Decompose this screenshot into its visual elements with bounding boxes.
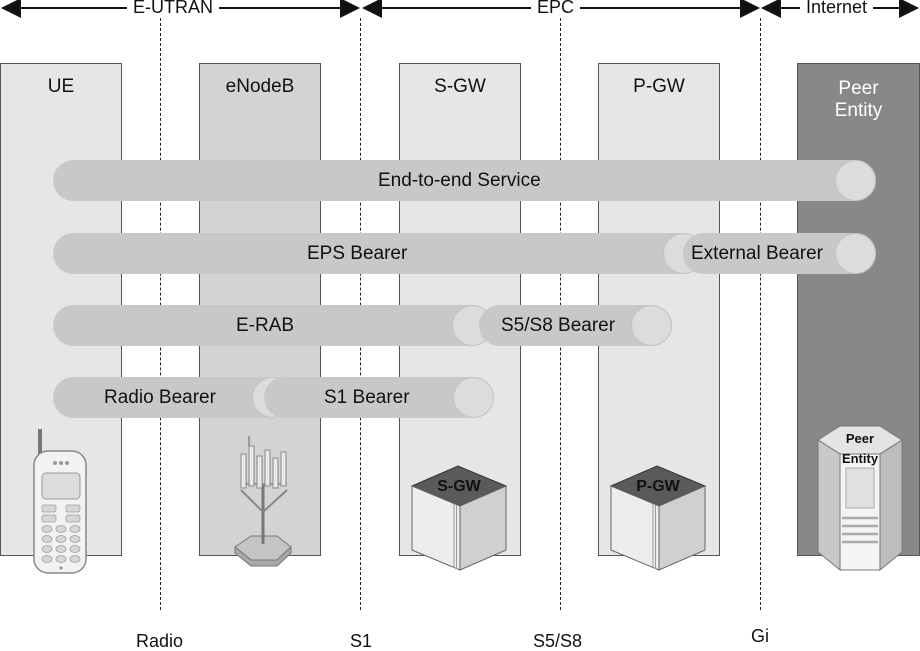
pipe-end-cap <box>835 160 876 201</box>
gi-interface-label: Gi <box>751 626 769 646</box>
sgw-title: S-GW <box>434 76 486 97</box>
s5s8-bearer-pipe: S5/S8 Bearer <box>479 305 672 346</box>
mobile-phone-icon <box>33 429 87 574</box>
peer-entity-title: Peer Entity <box>798 78 919 122</box>
external-bearer-label: External Bearer <box>691 243 824 264</box>
internet-label: Internet <box>800 0 874 17</box>
pipe-end-cap <box>835 233 876 274</box>
pgw-device-icon: P-GW <box>609 465 707 571</box>
peer-box-label-line1: Peer <box>846 431 874 446</box>
eps-bearer-pipe: EPS Bearer <box>53 233 704 274</box>
epc-label: EPC <box>531 0 581 17</box>
enodeb-title: eNodeB <box>225 76 295 97</box>
e-rab-label: E-RAB <box>236 315 295 336</box>
s1-bearer-pipe: S1 Bearer <box>264 377 494 418</box>
eutran-label: E-UTRAN <box>127 0 219 17</box>
gi-interface-line <box>760 18 761 610</box>
radio-bearer-label: Radio Bearer <box>104 387 216 408</box>
pgw-title: P-GW <box>633 76 685 97</box>
end-to-end-service-pipe: End-to-end Service <box>53 160 876 201</box>
s5s8-interface-label: S5/S8 <box>533 631 583 651</box>
pipe-end-cap <box>453 377 494 418</box>
sgw-device-icon: S-GW <box>410 465 508 571</box>
peer-title-line2: Entity <box>834 100 883 121</box>
e-rab-pipe: E-RAB <box>53 305 493 346</box>
radio-bearer-pipe: Radio Bearer <box>53 377 293 418</box>
s1-interface-label: S1 <box>350 631 373 651</box>
peer-box-label-line2: Entity <box>842 451 879 466</box>
sgw-box-label: S-GW <box>437 478 481 495</box>
peer-title-line1: Peer <box>838 78 879 99</box>
ue-title: UE <box>47 76 75 97</box>
end-to-end-service-label: End-to-end Service <box>378 170 541 191</box>
external-bearer-pipe: External Bearer <box>683 233 876 274</box>
radio-interface-label: Radio <box>136 631 184 651</box>
eps-bearer-label: EPS Bearer <box>307 243 408 264</box>
pgw-box-label: P-GW <box>636 478 680 495</box>
peer-entity-server-icon: Peer Entity <box>817 425 903 572</box>
s1-bearer-label: S1 Bearer <box>324 387 410 408</box>
s5s8-bearer-label: S5/S8 Bearer <box>501 315 616 336</box>
base-station-antenna-icon <box>234 436 292 567</box>
pipe-end-cap <box>631 305 672 346</box>
